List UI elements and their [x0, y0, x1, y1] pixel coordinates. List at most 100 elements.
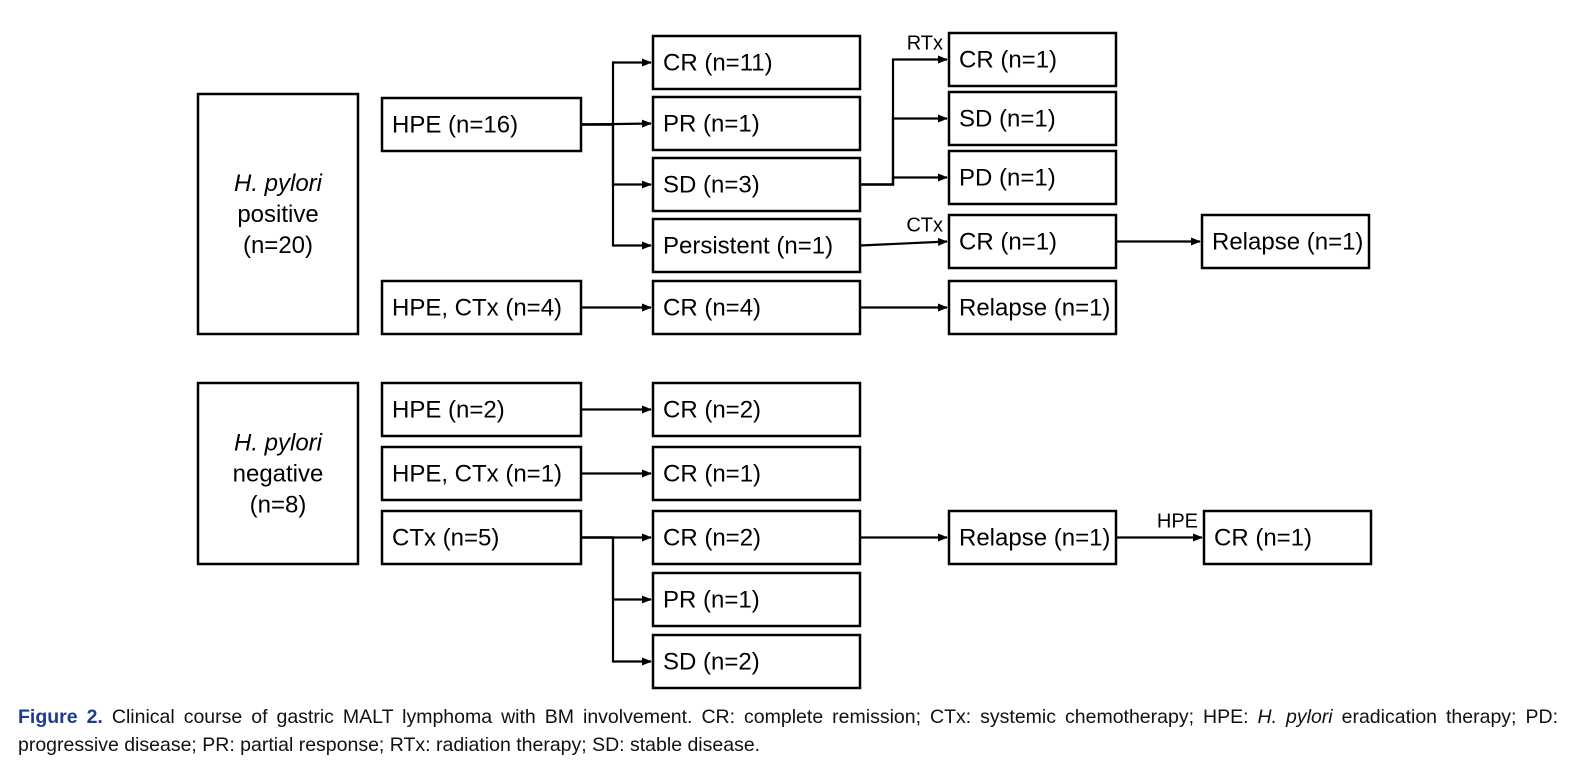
node-pr1a: PR (n=1) [651, 95, 862, 152]
node-label: SD (n=2) [663, 649, 760, 676]
node-hpe2: HPE (n=2) [380, 381, 583, 438]
node-box [651, 217, 862, 274]
arrow-ctx5-to-sd2 [581, 536, 652, 666]
node-box [651, 156, 862, 213]
node-box [651, 633, 862, 690]
node-ctx5: CTx (n=5) [380, 509, 583, 566]
node-label: CR (n=2) [663, 397, 761, 424]
group-status-text: positive [237, 201, 318, 228]
node-box [947, 509, 1118, 566]
node-box [1200, 213, 1371, 270]
node-label: SD (n=1) [959, 106, 1056, 133]
node-cr1d: CR (n=1) [1202, 509, 1373, 566]
caption-text-after-italic: eradication therapy; PD: progressive dis… [18, 706, 1558, 756]
node-label: HPE, CTx (n=1) [392, 461, 562, 488]
node-label: CR (n=1) [1214, 525, 1312, 552]
node-pd1: PD (n=1) [947, 149, 1118, 206]
node-box [947, 31, 1118, 88]
node-box [651, 34, 862, 91]
group-count-text: (n=8) [250, 492, 307, 519]
node-label: HPE, CTx (n=4) [392, 295, 562, 322]
node-label: CR (n=2) [663, 525, 761, 552]
arrow-hpe16-to-persist1 [581, 123, 652, 250]
node-label: CR (n=1) [663, 461, 761, 488]
node-box [380, 445, 583, 502]
node-label: PD (n=1) [959, 165, 1056, 192]
arrow-sd3-to-pd1 [860, 173, 948, 186]
node-label: Relapse (n=1) [1212, 229, 1363, 256]
node-label: CTx (n=5) [392, 525, 499, 552]
node-cr1b: CR (n=1) [947, 213, 1118, 270]
node-box [947, 90, 1118, 147]
node-box [947, 149, 1118, 206]
node-relapse1a: Relapse (n=1) [1200, 213, 1371, 270]
node-box [651, 571, 862, 628]
node-relapse1c: Relapse (n=1) [947, 509, 1118, 566]
node-cr2a: CR (n=2) [651, 381, 862, 438]
arrow-ctx5-to-pr1b [581, 536, 652, 604]
group-box-frame [196, 92, 360, 336]
node-box [380, 509, 583, 566]
node-label: CR (n=4) [663, 295, 761, 322]
group-species-text: H. pylori [234, 430, 323, 457]
arrow-persist1-to-cr1b [859, 237, 948, 247]
groups-layer: H. pylori positive (n=20) H. pylori negative… [196, 92, 360, 566]
node-cr11: CR (n=11) [651, 34, 862, 91]
group-count-text: (n=20) [243, 232, 313, 259]
edge-label-ctx: CTx [906, 215, 943, 237]
arrow-hpe16-to-sd3 [581, 123, 652, 189]
edge-label-rtx: RTx [907, 33, 943, 55]
node-label: Relapse (n=1) [959, 525, 1110, 552]
group-species-text: H. pylori [234, 170, 323, 197]
caption-text-before-italic: Clinical course of gastric MALT lymphoma… [111, 706, 1249, 728]
node-label: PR (n=1) [663, 587, 760, 614]
node-pr1b: PR (n=1) [651, 571, 862, 628]
node-label: CR (n=11) [663, 50, 773, 77]
node-sd2: SD (n=2) [651, 633, 862, 690]
node-box [651, 445, 862, 502]
node-box [651, 509, 862, 566]
node-hpe16: HPE (n=16) [380, 96, 583, 153]
node-relapse1b: Relapse (n=1) [947, 279, 1118, 336]
node-label: Persistent (n=1) [663, 233, 833, 260]
arrow-sd3-to-cr1a [860, 55, 948, 186]
node-box [651, 279, 862, 336]
arrow-sd3-to-sd1 [860, 114, 948, 186]
node-persist1: Persistent (n=1) [651, 217, 862, 274]
node-label: SD (n=3) [663, 172, 760, 199]
node-label: HPE (n=2) [392, 397, 505, 424]
node-hpectx4: HPE, CTx (n=4) [380, 279, 583, 336]
node-sd3: SD (n=3) [651, 156, 862, 213]
node-box [947, 279, 1118, 336]
node-cr1a: CR (n=1) [947, 31, 1118, 88]
group-box-frame [196, 381, 360, 566]
node-label: CR (n=1) [959, 229, 1057, 256]
node-box [380, 96, 583, 153]
node-cr1c: CR (n=1) [651, 445, 862, 502]
node-label: Relapse (n=1) [959, 295, 1110, 322]
figure-label: Figure 2. [18, 706, 103, 728]
node-box [380, 279, 583, 336]
edge-label-hpe: HPE [1157, 511, 1198, 533]
group-box-negative: H. pylori negative (n=8) [196, 381, 360, 566]
figure-caption: Figure 2. Clinical course of gastric MAL… [18, 703, 1558, 759]
node-box [651, 381, 862, 438]
caption-italic-term: H. pylori [1257, 706, 1333, 728]
arrow-hpe16-to-cr11 [581, 58, 652, 126]
node-label: CR (n=1) [959, 47, 1057, 74]
node-box [651, 95, 862, 152]
node-cr4: CR (n=4) [651, 279, 862, 336]
node-label: PR (n=1) [663, 111, 760, 138]
group-box-positive: H. pylori positive (n=20) [196, 92, 360, 336]
node-box [380, 381, 583, 438]
node-sd1: SD (n=1) [947, 90, 1118, 147]
nodes-layer: HPE (n=16) HPE, CTx (n=4) CR (n=11) PR (n=1… [380, 31, 1373, 690]
node-cr2b: CR (n=2) [651, 509, 862, 566]
node-box [947, 213, 1118, 270]
group-status-text: negative [233, 461, 324, 488]
node-label: HPE (n=16) [392, 112, 518, 139]
node-hpectx1: HPE, CTx (n=1) [380, 445, 583, 502]
node-box [1202, 509, 1373, 566]
